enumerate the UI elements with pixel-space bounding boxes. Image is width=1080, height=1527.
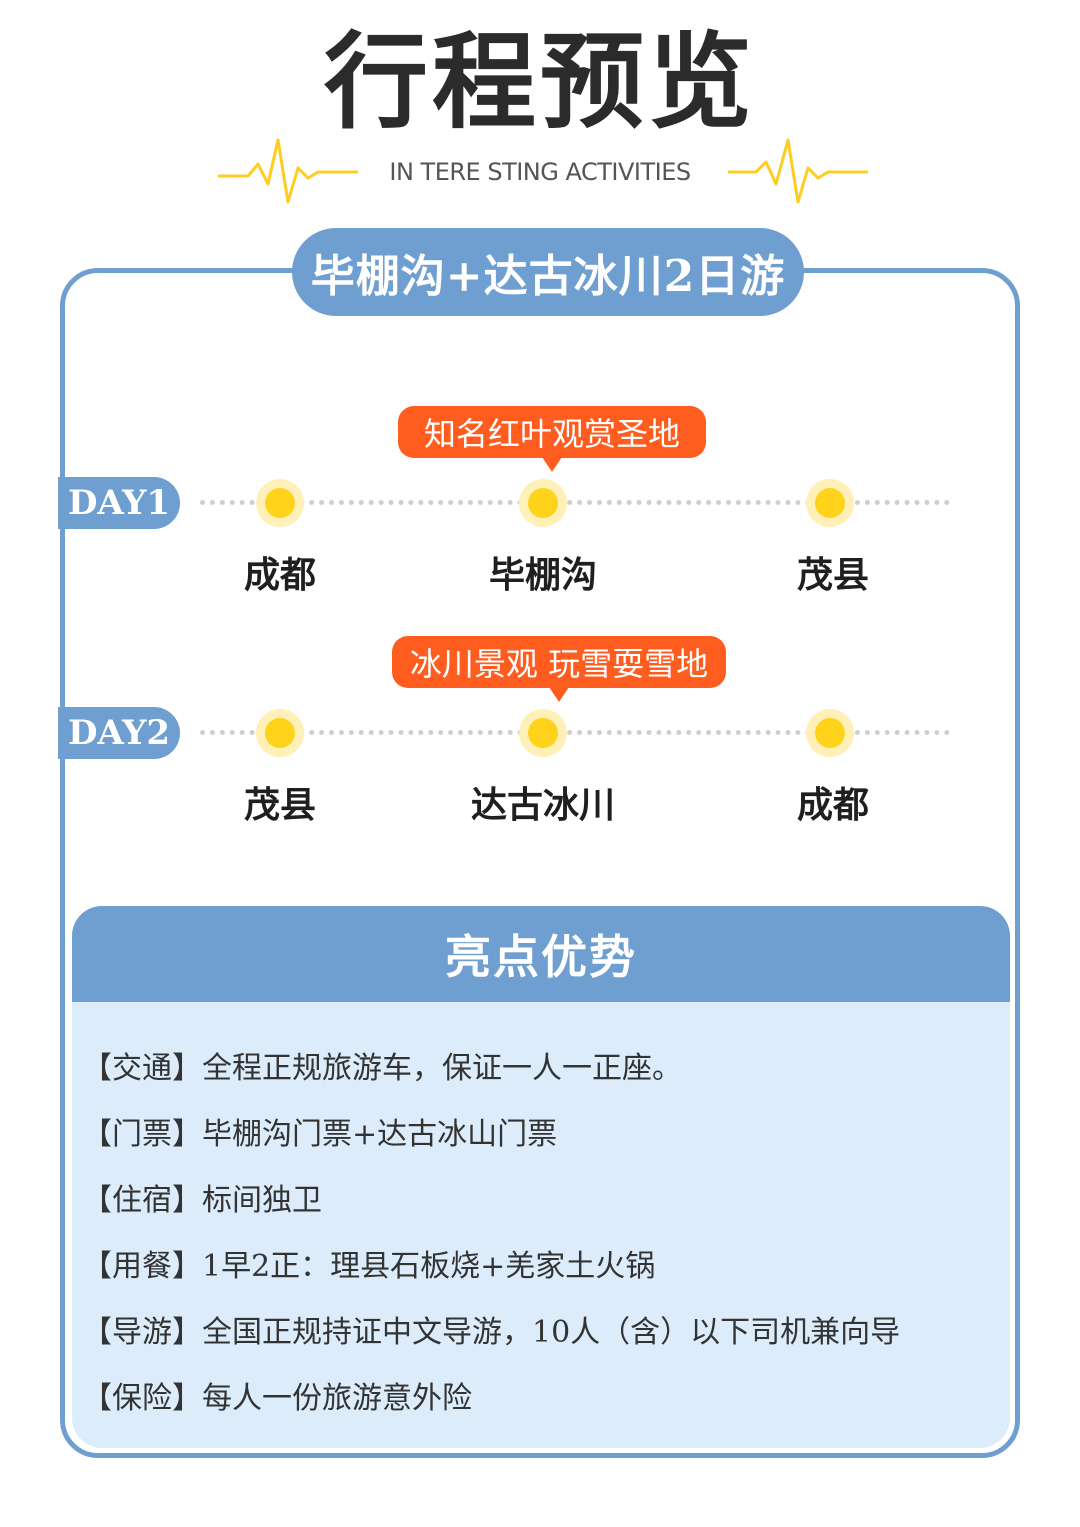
highlight-text: 毕棚沟门票+达古冰山门票 — [202, 1117, 558, 1152]
day2-route-line — [200, 730, 950, 735]
heartbeat-icon — [218, 138, 358, 204]
route-title: 毕棚沟+达古冰川2日游 — [292, 228, 804, 316]
day2-stop-dot — [265, 718, 295, 748]
list-item: 【门票】毕棚沟门票+达古冰山门票 — [82, 1098, 1010, 1164]
highlight-text: 每人一份旅游意外险 — [202, 1381, 472, 1416]
day2-stop-name: 达古冰川 — [470, 784, 615, 826]
highlight-key: 【导游】 — [82, 1315, 202, 1350]
highlight-text: 全国正规持证中文导游，10人（含）以下司机兼向导 — [202, 1315, 901, 1350]
day2-highlight-bubble: 冰川景观 玩雪耍雪地 — [392, 636, 726, 702]
day1-label: DAY1 — [58, 477, 180, 529]
day1-stop-dot — [265, 488, 295, 518]
highlight-key: 【保险】 — [82, 1381, 202, 1416]
highlight-text: 全程正规旅游车，保证一人一正座。 — [202, 1051, 682, 1086]
highlights-panel: 亮点优势 【交通】全程正规旅游车，保证一人一正座。 【门票】毕棚沟门票+达古冰山… — [72, 906, 1010, 1448]
list-item: 【用餐】1早2正：理县石板烧+羌家土火锅 — [82, 1230, 1010, 1296]
page-subtitle: IN TERE STING ACTIVITIES — [389, 158, 691, 186]
day1-stop-name: 成都 — [243, 554, 316, 596]
day1-route-line — [200, 500, 950, 505]
list-item: 【导游】全国正规持证中文导游，10人（含）以下司机兼向导 — [82, 1296, 1010, 1362]
day1-stop-name: 毕棚沟 — [488, 554, 597, 596]
highlight-key: 【交通】 — [82, 1051, 202, 1086]
day2-stop-name: 成都 — [796, 784, 869, 826]
subtitle-row: IN TERE STING ACTIVITIES — [0, 138, 1080, 208]
list-item: 【住宿】标间独卫 — [82, 1164, 1010, 1230]
day1-stop-dot — [528, 488, 558, 518]
highlights-list: 【交通】全程正规旅游车，保证一人一正座。 【门票】毕棚沟门票+达古冰山门票 【住… — [72, 1002, 1010, 1428]
highlight-text: 1早2正：理县石板烧+羌家土火锅 — [202, 1249, 656, 1284]
highlight-key: 【住宿】 — [82, 1183, 202, 1218]
day1-stop-dot — [815, 488, 845, 518]
list-item: 【交通】全程正规旅游车，保证一人一正座。 — [82, 1032, 1010, 1098]
highlight-text: 标间独卫 — [202, 1183, 322, 1218]
day2-label: DAY2 — [58, 707, 180, 759]
highlight-key: 【门票】 — [82, 1117, 202, 1152]
heartbeat-icon — [728, 138, 868, 204]
page-title: 行程预览 — [323, 20, 756, 143]
list-item: 【保险】每人一份旅游意外险 — [82, 1362, 1010, 1428]
day2-stop-dot — [528, 718, 558, 748]
day1-stop-name: 茂县 — [796, 554, 869, 596]
day2-stop-dot — [815, 718, 845, 748]
highlights-title: 亮点优势 — [72, 906, 1010, 1002]
day1-highlight-bubble: 知名红叶观赏圣地 — [398, 406, 706, 472]
day2-stop-name: 茂县 — [243, 784, 316, 826]
highlight-key: 【用餐】 — [82, 1249, 202, 1284]
